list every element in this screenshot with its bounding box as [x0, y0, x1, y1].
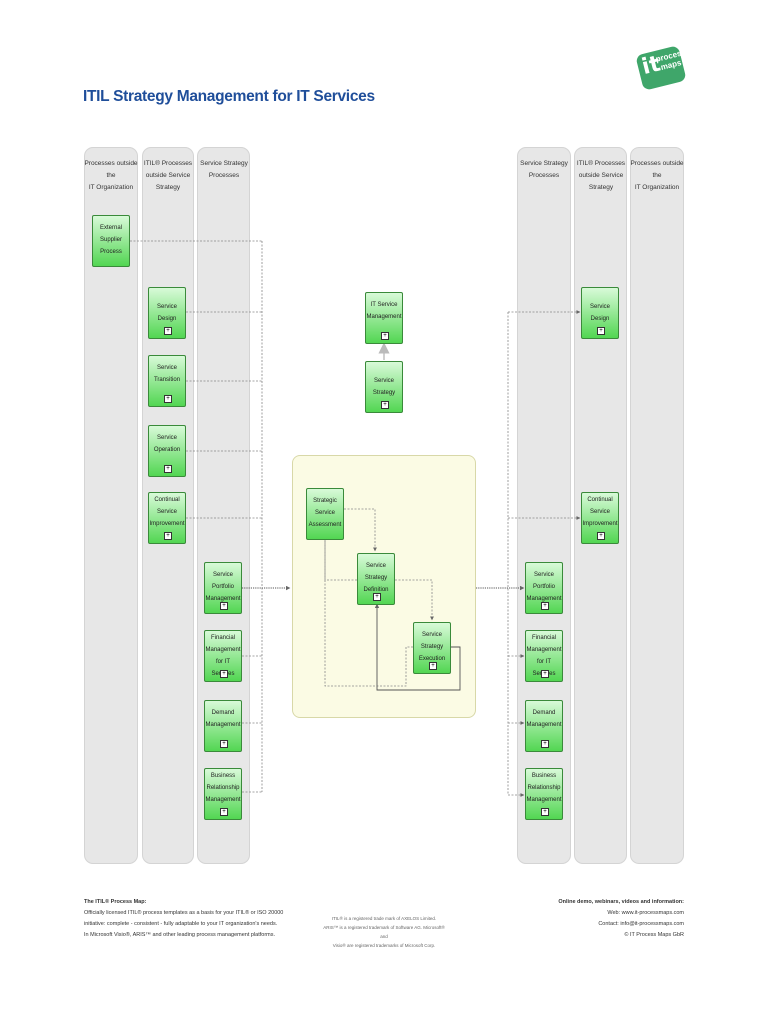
footer-left-line: initiative: complete - consistent - full…: [84, 921, 278, 927]
expand-icon[interactable]: +: [597, 532, 605, 540]
demand-management-box-right[interactable]: Demand Management +: [525, 700, 563, 752]
footer-right-title: Online demo, webinars, videos and inform…: [558, 899, 684, 905]
continual-service-improvement-box-left[interactable]: Continual Service Improvement +: [148, 492, 186, 544]
expand-icon[interactable]: +: [373, 593, 381, 601]
lane-header: ITIL® Processes outside Service Strategy: [576, 160, 626, 191]
expand-icon[interactable]: +: [381, 401, 389, 409]
demand-management-box-left[interactable]: Demand Management +: [204, 700, 242, 752]
expand-icon[interactable]: +: [220, 740, 228, 748]
footer-left-line: In Microsoft Visio®, ARIS™ and other lea…: [84, 932, 276, 938]
financial-management-box-right[interactable]: Financial Management for IT Services +: [525, 630, 563, 682]
it-service-management-box[interactable]: IT Service Management +: [365, 292, 403, 344]
strategic-service-assessment-box[interactable]: Strategic Service Assessment: [306, 488, 344, 540]
footer-left-title: The ITIL® Process Map:: [84, 899, 147, 905]
lane-header: Processes outside the IT Organization: [630, 160, 684, 191]
lane-header: Service Strategy Processes: [520, 160, 568, 179]
expand-icon[interactable]: +: [597, 327, 605, 335]
expand-icon[interactable]: +: [541, 808, 549, 816]
external-supplier-process-box[interactable]: External Supplier Process: [92, 215, 130, 267]
footer-trademarks: ITIL® is a registered trade mark of AXEL…: [320, 914, 448, 950]
trademark-line: ARIS™ is a registered trademark of Softw…: [323, 925, 445, 939]
expand-icon[interactable]: +: [164, 395, 172, 403]
continual-service-improvement-box-right[interactable]: Continual Service Improvement +: [581, 492, 619, 544]
footer-right: Online demo, webinars, videos and inform…: [558, 897, 684, 941]
financial-management-box-left[interactable]: Financial Management for IT Services +: [204, 630, 242, 682]
copyright-text: © IT Process Maps GbR: [624, 932, 684, 938]
expand-icon[interactable]: +: [220, 670, 228, 678]
service-strategy-definition-box[interactable]: Service Strategy Definition +: [357, 553, 395, 605]
lane-header: ITIL® Processes outside Service Strategy: [143, 160, 193, 191]
service-transition-box[interactable]: Service Transition +: [148, 355, 186, 407]
expand-icon[interactable]: +: [220, 602, 228, 610]
business-relationship-management-box-left[interactable]: Business Relationship Management +: [204, 768, 242, 820]
service-portfolio-management-box-left[interactable]: Service Portfolio Management +: [204, 562, 242, 614]
service-design-box-right[interactable]: Service Design +: [581, 287, 619, 339]
website-link[interactable]: Web: www.it-processmaps.com: [607, 910, 684, 916]
lane-header: Processes outside the IT Organization: [84, 160, 138, 191]
expand-icon[interactable]: +: [429, 662, 437, 670]
trademark-line: ITIL® is a registered trade mark of AXEL…: [331, 916, 437, 921]
contact-email-link[interactable]: Contact: info@it-processmaps.com: [598, 921, 684, 927]
trademark-line: Visio® are registered trademarks of Micr…: [332, 943, 436, 948]
expand-icon[interactable]: +: [220, 808, 228, 816]
service-operation-box[interactable]: Service Operation +: [148, 425, 186, 477]
page-title: ITIL Strategy Management for IT Services: [83, 88, 375, 105]
expand-icon[interactable]: +: [164, 465, 172, 473]
expand-icon[interactable]: +: [381, 332, 389, 340]
service-design-box-left[interactable]: Service Design +: [148, 287, 186, 339]
service-portfolio-management-box-right[interactable]: Service Portfolio Management +: [525, 562, 563, 614]
expand-icon[interactable]: +: [164, 327, 172, 335]
expand-icon[interactable]: +: [541, 740, 549, 748]
expand-icon[interactable]: +: [541, 602, 549, 610]
business-relationship-management-box-right[interactable]: Business Relationship Management +: [525, 768, 563, 820]
lane-header: Service Strategy Processes: [200, 160, 248, 179]
service-strategy-box[interactable]: Service Strategy +: [365, 361, 403, 413]
service-strategy-execution-box[interactable]: Service Strategy Execution +: [413, 622, 451, 674]
footer-left: The ITIL® Process Map: Officially licens…: [84, 897, 283, 941]
lane-outside-it-right: [630, 147, 684, 864]
expand-icon[interactable]: +: [541, 670, 549, 678]
footer-left-line: Officially licensed ITIL® process templa…: [84, 910, 284, 916]
expand-icon[interactable]: +: [164, 532, 172, 540]
